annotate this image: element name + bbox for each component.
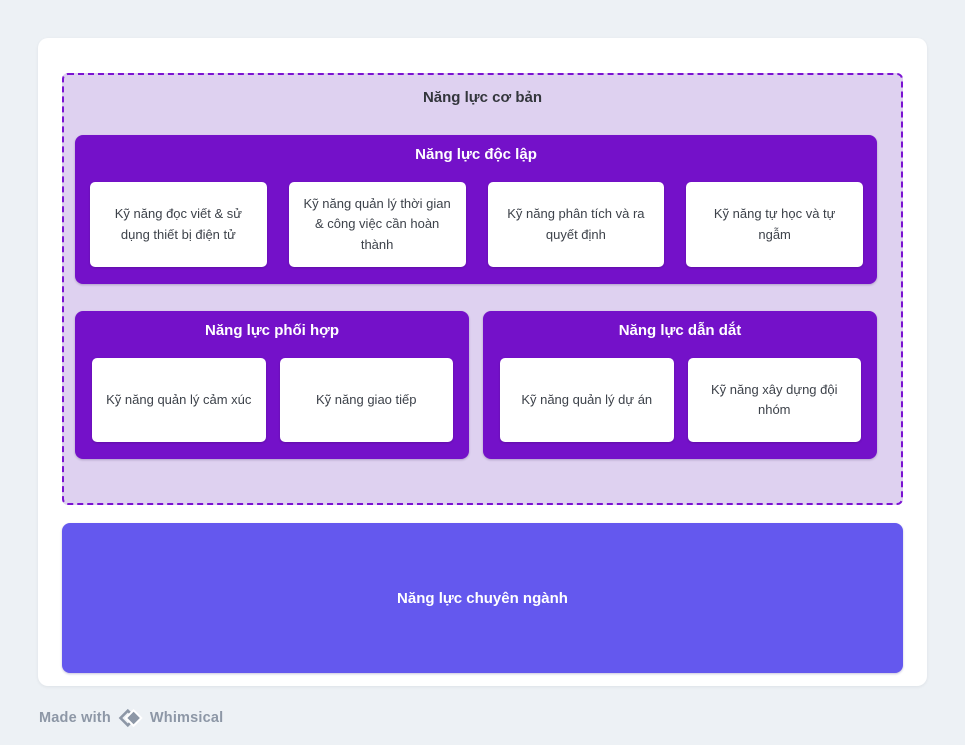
whimsical-watermark[interactable]: Made with Whimsical [39, 705, 223, 731]
skill-card[interactable]: Kỹ năng quản lý dự án [500, 358, 674, 442]
skill-card[interactable]: Kỹ năng xây dựng đội nhóm [687, 358, 861, 442]
skill-card[interactable]: Kỹ năng giao tiếp [279, 358, 453, 442]
section-title: Năng lực phối hợp [204, 322, 340, 339]
skill-card-label: Kỹ năng đọc viết & sử dụng thiết bị điện… [114, 206, 242, 242]
skill-card[interactable]: Kỹ năng quản lý cảm xúc [92, 358, 266, 442]
section-nang-luc-dan-dat[interactable]: Năng lực dẫn dắt Kỹ năng quản lý dự án K… [483, 311, 877, 459]
skill-card[interactable]: Kỹ năng tự học và tự ngẫm [686, 182, 863, 267]
skill-card[interactable]: Kỹ năng phân tích và ra quyết định [487, 182, 665, 267]
skill-card-label: Kỹ năng tự học và tự ngẫm [713, 206, 836, 242]
skill-card-label: Kỹ năng quản lý cảm xúc [106, 391, 252, 407]
card-row: Kỹ năng đọc viết & sử dụng thiết bị điện… [90, 182, 863, 267]
card-row: Kỹ năng quản lý cảm xúc Kỹ năng giao tiế… [92, 358, 453, 442]
whimsical-brand-label: Whimsical [149, 710, 224, 726]
diagram-canvas: Năng lực cơ bản Năng lực độc lập Kỹ năng… [38, 38, 927, 686]
skill-card-label: Kỹ năng giao tiếp [316, 391, 417, 407]
box-nang-luc-chuyen-nganh[interactable]: Năng lực chuyên ngành [62, 523, 903, 673]
card-row: Kỹ năng quản lý dự án Kỹ năng xây dựng đ… [500, 358, 861, 442]
group-nang-luc-co-ban[interactable]: Năng lực cơ bản Năng lực độc lập Kỹ năng… [62, 73, 903, 505]
skill-card-label: Kỹ năng quản lý dự án [521, 391, 653, 407]
whimsical-logo-icon [118, 706, 143, 730]
section-title: Năng lực độc lập [415, 146, 537, 163]
section-nang-luc-phoi-hop[interactable]: Năng lực phối hợp Kỹ năng quản lý cảm xú… [75, 311, 469, 459]
box-label: Năng lực chuyên ngành [397, 589, 568, 607]
skill-card-label: Kỹ năng phân tích và ra quyết định [507, 206, 645, 242]
skill-card[interactable]: Kỹ năng quản lý thời gian & công việc cầ… [288, 182, 466, 267]
skill-card[interactable]: Kỹ năng đọc viết & sử dụng thiết bị điện… [90, 182, 267, 267]
section-title: Năng lực dẫn dắt [618, 322, 742, 339]
skill-card-label: Kỹ năng xây dựng đội nhóm [710, 381, 838, 417]
section-nang-luc-doc-lap[interactable]: Năng lực độc lập Kỹ năng đọc viết & sử d… [75, 135, 877, 284]
group-title: Năng lực cơ bản [422, 89, 543, 106]
skill-card-label: Kỹ năng quản lý thời gian & công việc cầ… [303, 196, 451, 252]
made-with-label: Made with [39, 710, 111, 726]
